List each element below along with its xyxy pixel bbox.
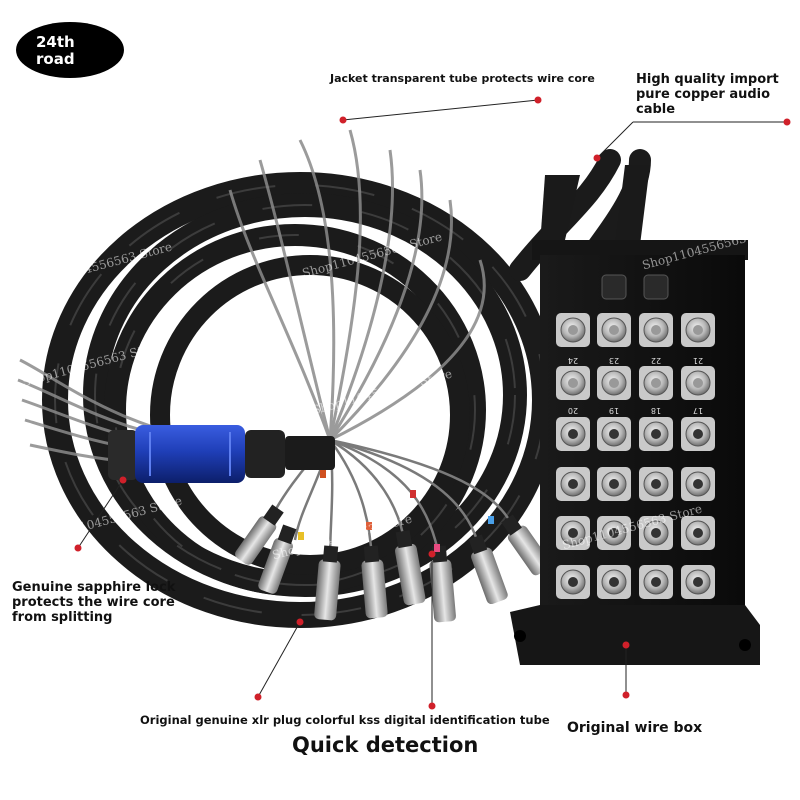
leader-lines	[77, 99, 787, 706]
channel-label: 17	[693, 406, 703, 415]
jack-socket	[609, 528, 619, 538]
jack-socket	[568, 378, 578, 388]
channel-labels: 24 23 22 21 20 19 18 17	[568, 356, 703, 415]
marker-dot	[428, 550, 436, 558]
channel-label: 18	[651, 406, 661, 415]
sapphire-lock	[108, 425, 335, 483]
channel-label: 19	[609, 406, 619, 415]
jack-socket	[651, 479, 661, 489]
marker-dot	[339, 116, 347, 124]
caption-quick-detection: Quick detection	[292, 733, 479, 757]
caption-jacket: Jacket transparent tube protects wire co…	[330, 72, 595, 85]
jack-socket	[651, 325, 661, 335]
marker-dot	[428, 702, 436, 710]
channel-label: 21	[693, 356, 703, 365]
aux-socket	[643, 274, 669, 300]
caption-xlr: Original genuine xlr plug colorful kss d…	[140, 713, 550, 727]
jack-socket	[609, 378, 619, 388]
jack-socket	[568, 429, 578, 439]
jack-socket	[651, 429, 661, 439]
jack-socket	[609, 479, 619, 489]
marker-dot	[622, 691, 630, 699]
jack-socket	[693, 429, 703, 439]
jack-grid	[556, 274, 715, 599]
marker-dot	[254, 693, 262, 701]
caption-sapphire: Genuine sapphire lock protects the wire …	[12, 580, 176, 625]
marker-dots	[74, 96, 791, 710]
marker-dot	[622, 641, 630, 649]
jack-socket	[693, 528, 703, 538]
aux-socket	[601, 274, 627, 300]
badge-line-1: 24th	[36, 33, 75, 51]
jack-socket	[609, 577, 619, 587]
marker-dot	[783, 118, 791, 126]
jack-socket	[693, 479, 703, 489]
road-count-badge: 24th road	[16, 22, 124, 78]
channel-label: 20	[568, 406, 578, 415]
marker-dot	[74, 544, 82, 552]
jack-socket	[651, 378, 661, 388]
jack-socket	[568, 325, 578, 335]
marker-dot	[593, 154, 601, 162]
jack-socket	[693, 378, 703, 388]
jack-socket	[568, 479, 578, 489]
caption-copper: High quality import pure copper audio ca…	[636, 72, 779, 117]
channel-label: 22	[651, 356, 661, 365]
jack-socket	[651, 577, 661, 587]
jack-socket	[693, 325, 703, 335]
jack-socket	[693, 577, 703, 587]
jack-socket	[568, 577, 578, 587]
caption-wire-box: Original wire box	[567, 720, 703, 736]
channel-label: 23	[609, 356, 619, 365]
jack-socket	[568, 528, 578, 538]
badge-line-2: road	[36, 50, 75, 68]
jack-socket	[609, 429, 619, 439]
channel-label: 24	[568, 356, 578, 365]
marker-dot	[534, 96, 542, 104]
jack-socket	[609, 325, 619, 335]
marker-dot	[296, 618, 304, 626]
jack-socket	[651, 528, 661, 538]
marker-dot	[119, 476, 127, 484]
